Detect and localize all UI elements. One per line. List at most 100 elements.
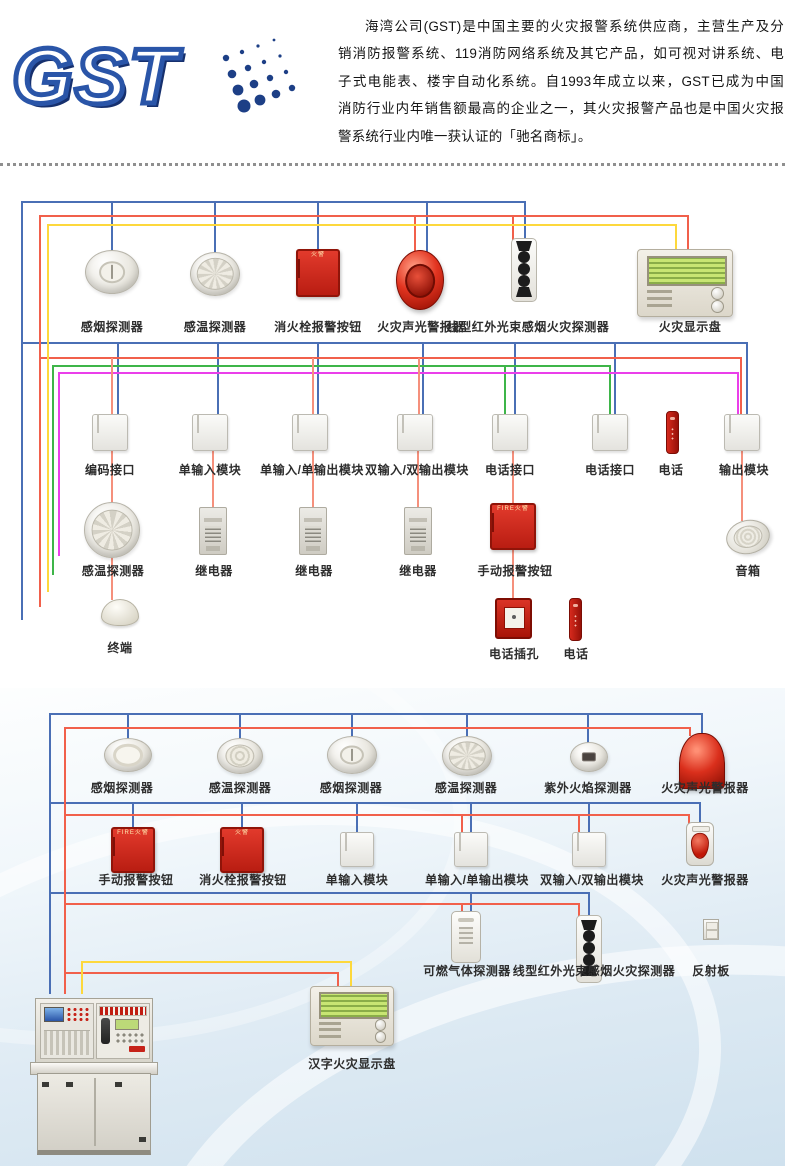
terminal-icon bbox=[101, 599, 139, 626]
telephone-jack-icon bbox=[495, 598, 532, 639]
label-sound-light-alarm: 火灾声光警报器 bbox=[377, 320, 465, 334]
relay-icon bbox=[299, 507, 327, 555]
label-smoke-detector: 感烟探测器 bbox=[319, 781, 383, 795]
intro-line: 销消防报警系统、119消防网络系统及其它产品，如可视对讲系统、电 bbox=[338, 46, 784, 62]
console-indicator-grid bbox=[66, 1007, 90, 1021]
label-relay: 继电器 bbox=[295, 564, 333, 578]
dual-io-module-icon bbox=[572, 832, 606, 867]
label-heat-detector: 感温探测器 bbox=[81, 564, 145, 578]
label-relay: 继电器 bbox=[399, 564, 437, 578]
label-output-module: 输出模块 bbox=[718, 463, 770, 477]
alarm-button-text: 火警 bbox=[310, 252, 325, 258]
label-dual-io-module: 双输入/双输出模块 bbox=[540, 873, 644, 887]
beam-smoke-detector-icon bbox=[511, 238, 537, 302]
telephone-handset-icon bbox=[569, 598, 582, 641]
label-telephone: 电话 bbox=[658, 463, 684, 477]
console-upper-cabinet bbox=[35, 998, 153, 1064]
lcd-screen bbox=[319, 992, 389, 1020]
coding-interface-icon bbox=[92, 414, 128, 451]
intro-line: 消防行业内年销售额最高的企业之一，其火灾报警产品也是中国火灾报 bbox=[338, 101, 784, 117]
label-manual-call-point: 手动报警按钮 bbox=[477, 564, 553, 578]
beam-smoke-detector-icon bbox=[576, 915, 602, 983]
single-io-module-icon bbox=[454, 832, 488, 867]
uv-flame-detector-icon bbox=[570, 742, 608, 772]
label-single-io-module: 单输入/单输出模块 bbox=[425, 873, 529, 887]
telephone-handset-icon bbox=[666, 411, 679, 454]
label-smoke-detector: 感烟探测器 bbox=[80, 320, 144, 334]
lcd-screen bbox=[647, 255, 727, 287]
fire-display-panel-icon bbox=[637, 249, 733, 317]
smoke-detector-icon bbox=[85, 250, 139, 294]
gst-logo: GST bbox=[8, 28, 318, 138]
relay-icon bbox=[404, 507, 432, 555]
label-telephone-interface: 电话接口 bbox=[484, 463, 536, 477]
label-sound-light-alarm: 火灾声光警报器 bbox=[661, 873, 749, 887]
console-module-slots bbox=[44, 1030, 90, 1055]
label-terminal: 终端 bbox=[107, 641, 133, 655]
label-uv-flame-detector: 紫外火焰探测器 bbox=[544, 781, 632, 795]
manual-call-point-icon: FIRE火警 bbox=[490, 503, 536, 550]
label-beam-detector: 线型红外光束感烟火灾探测器 bbox=[446, 320, 610, 334]
sound-light-alarm-icon bbox=[679, 733, 725, 789]
label-telephone: 电话 bbox=[563, 647, 589, 661]
telephone-interface-icon bbox=[492, 414, 528, 451]
heat-detector-icon bbox=[442, 736, 492, 776]
hydrant-alarm-button-icon: 火警 bbox=[220, 827, 264, 873]
dual-io-module-icon bbox=[397, 414, 433, 451]
label-gas-detector: 可燃气体探测器 bbox=[423, 964, 511, 978]
manual-button-text: FIRE火警 bbox=[497, 506, 529, 512]
smoke-detector-icon bbox=[104, 738, 152, 772]
label-heat-detector: 感温探测器 bbox=[208, 781, 272, 795]
gst-logo-text: GST bbox=[9, 30, 179, 123]
single-input-module-icon bbox=[192, 414, 228, 451]
output-module-icon bbox=[724, 414, 760, 451]
label-relay: 继电器 bbox=[195, 564, 233, 578]
label-single-input-module: 单输入模块 bbox=[178, 463, 242, 477]
manual-button-text: FIRE火警 bbox=[117, 830, 149, 836]
single-input-module-icon bbox=[340, 832, 374, 867]
gas-detector-icon bbox=[451, 911, 481, 963]
intro-line: 警系统行业内唯一获认证的「驰名商标」。 bbox=[338, 128, 592, 144]
label-hydrant-button: 消火栓报警按钮 bbox=[199, 873, 287, 887]
label-heat-detector: 感温探测器 bbox=[434, 781, 498, 795]
label-heat-detector: 感温探测器 bbox=[183, 320, 247, 334]
label-chinese-fire-display-panel: 汉字火灾显示盘 bbox=[308, 1057, 396, 1071]
chinese-fire-display-panel-icon bbox=[310, 986, 394, 1046]
label-sound-light-alarm: 火灾声光警报器 bbox=[661, 781, 749, 795]
console-left-panel bbox=[40, 1003, 94, 1059]
sound-light-alarm-icon bbox=[396, 250, 444, 310]
dotted-separator bbox=[0, 163, 785, 166]
reflector-icon bbox=[703, 919, 719, 940]
alarm-button-text: 火警 bbox=[234, 830, 249, 836]
label-beam-detector: 线型红外光束感烟火灾探测器 bbox=[512, 964, 676, 978]
label-smoke-detector: 感烟探测器 bbox=[90, 781, 154, 795]
heat-detector-icon bbox=[84, 502, 140, 558]
label-hydrant-button: 消火栓报警按钮 bbox=[274, 320, 362, 334]
label-dual-io-module: 双输入/双输出模块 bbox=[365, 463, 469, 477]
console-screen bbox=[44, 1007, 64, 1022]
intro-line: 子式电能表、楼宇自动化系统。自1993年成立以来，GST已成为中国 bbox=[338, 73, 784, 89]
intro-paragraph: 海湾公司(GST)是中国主要的火灾报警系统供应商，主营生产及分 销消防报警系统、… bbox=[338, 13, 784, 150]
label-speaker: 音箱 bbox=[735, 564, 761, 578]
console-handset-icon bbox=[101, 1018, 110, 1044]
telephone-interface-icon bbox=[592, 414, 628, 451]
label-telephone-jack: 电话插孔 bbox=[488, 647, 540, 661]
console-right-panel bbox=[96, 1003, 150, 1059]
console-display bbox=[115, 1019, 139, 1030]
intro-line: 海湾公司(GST)是中国主要的火灾报警系统供应商，主营生产及分 bbox=[365, 19, 784, 34]
heat-detector-icon bbox=[190, 252, 240, 296]
console-base-cabinet bbox=[37, 1073, 151, 1155]
label-single-input-module: 单输入模块 bbox=[325, 873, 389, 887]
label-manual-call-point: 手动报警按钮 bbox=[98, 873, 174, 887]
fire-control-console-icon bbox=[30, 994, 158, 1156]
label-coding-interface: 编码接口 bbox=[84, 463, 136, 477]
label-fire-display-panel: 火灾显示盘 bbox=[658, 320, 722, 334]
hydrant-alarm-button-icon: 火警 bbox=[296, 249, 340, 297]
heat-detector-icon bbox=[217, 738, 263, 774]
console-led-row bbox=[99, 1006, 147, 1016]
single-io-module-icon bbox=[292, 414, 328, 451]
smoke-detector-icon bbox=[327, 736, 377, 774]
label-single-io-module: 单输入/单输出模块 bbox=[260, 463, 364, 477]
